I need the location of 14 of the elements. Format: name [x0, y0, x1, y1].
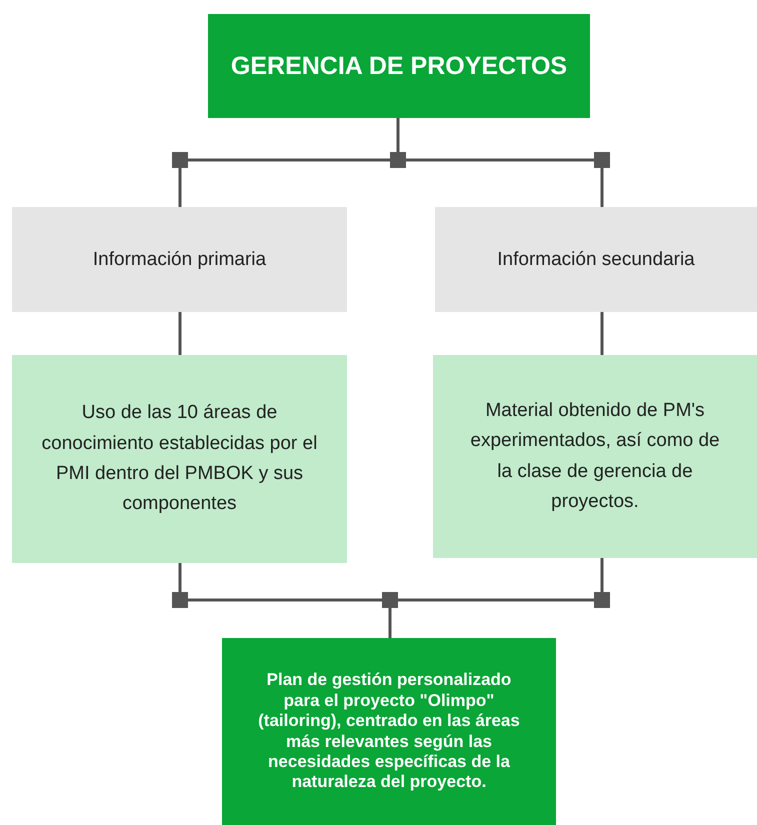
category-box	[435, 207, 757, 312]
result-box	[222, 638, 556, 825]
category-box	[12, 207, 347, 312]
box-text: Plan de gestión personalizado para el proyecto "Olimpo" (tailoring), centrado en las áreas más relevantes según las necesidades específicas de la naturaleza del proyecto.	[258, 670, 520, 793]
title-box	[208, 14, 590, 118]
box-text: GERENCIA DE PROYECTOS	[230, 52, 568, 80]
box-text: Uso de las 10 áreas de conocimiento establecidas por el PMI dentro del PMBOK y sus componentes	[40, 401, 318, 516]
connector	[178, 312, 182, 355]
box-text: Información primaria	[92, 248, 266, 270]
box-text: Información secundaria	[497, 248, 695, 270]
box-text: Material obtenido de PM's experimentados, así como de la clase de gerencia de proyectos.	[469, 398, 721, 514]
description-box	[433, 355, 757, 558]
connector	[600, 312, 604, 355]
description-box	[12, 355, 347, 563]
